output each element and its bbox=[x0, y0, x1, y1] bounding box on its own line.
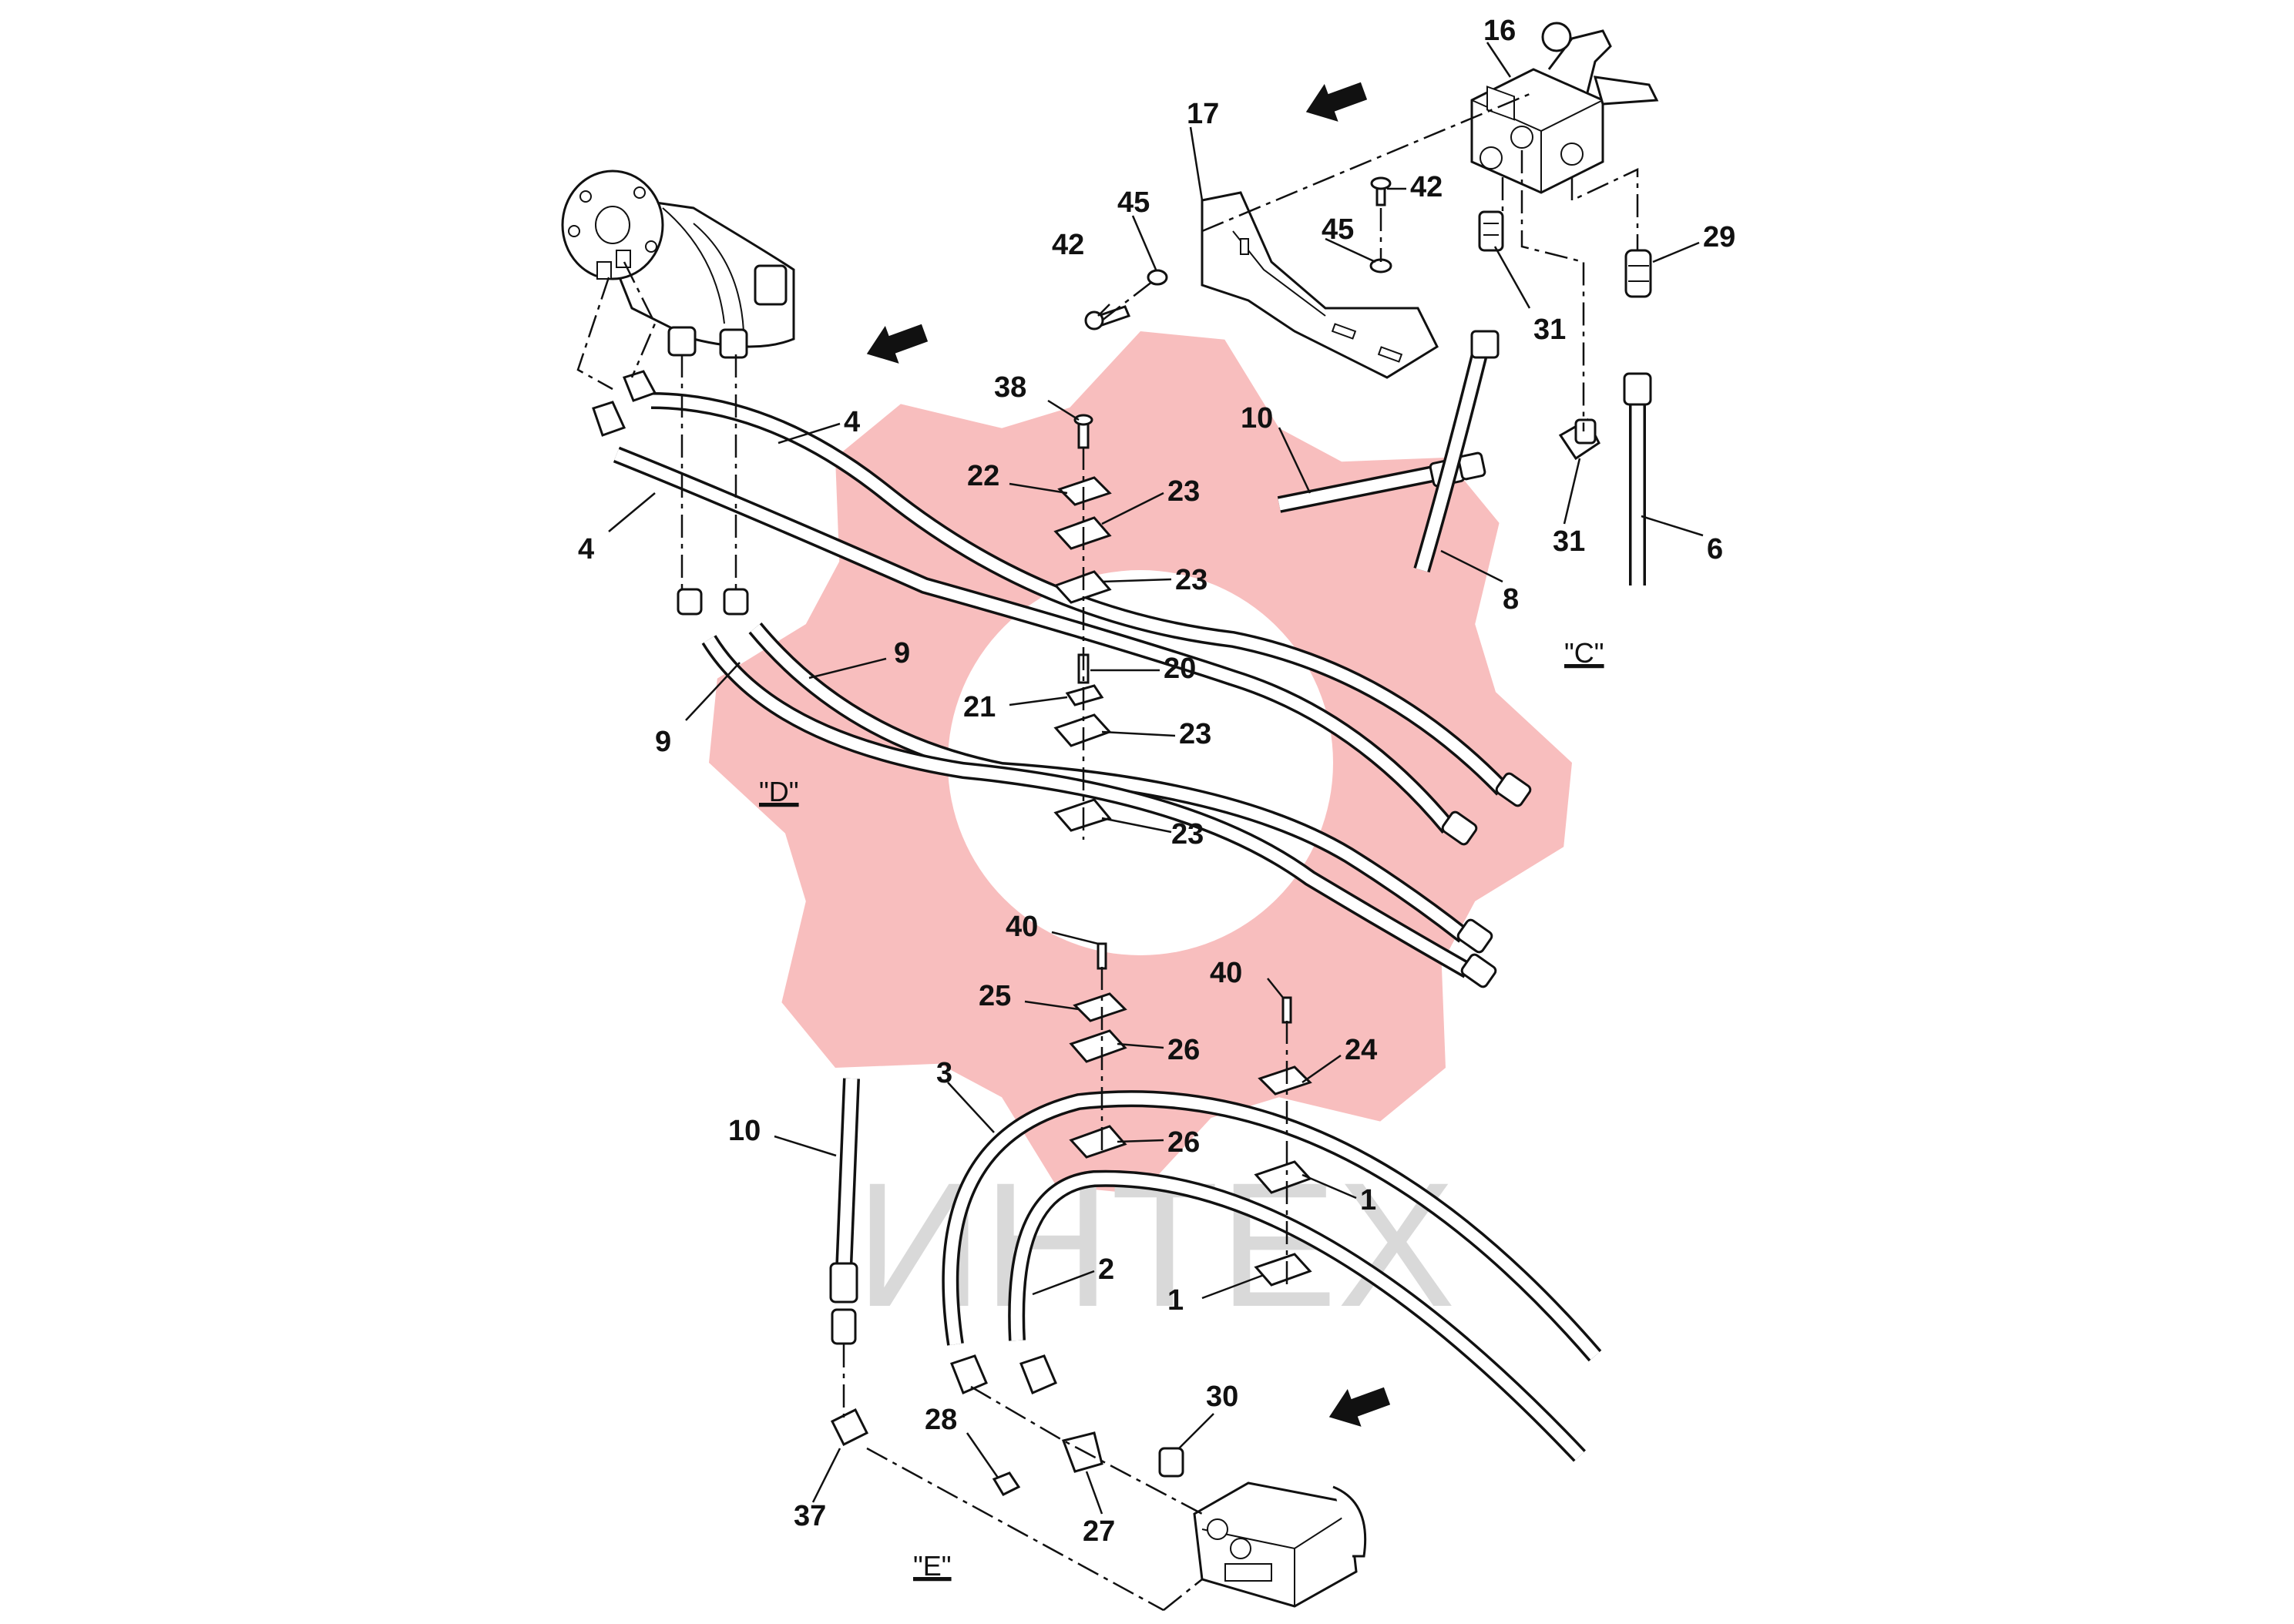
callout-c20: 20 bbox=[1164, 653, 1196, 685]
callout-c29: 29 bbox=[1703, 221, 1735, 253]
callout-c22: 22 bbox=[967, 460, 999, 492]
mounting-bracket bbox=[1201, 191, 1439, 379]
callout-c2: 2 bbox=[1098, 1253, 1114, 1286]
callout-c38: 38 bbox=[994, 371, 1026, 404]
clamp-stack-lower-right bbox=[1254, 996, 1312, 1287]
priority-valve bbox=[1193, 1481, 1367, 1608]
callout-c37: 37 bbox=[794, 1500, 826, 1532]
callout-c9a: 9 bbox=[894, 637, 910, 669]
view-label-d: "D" bbox=[759, 776, 799, 807]
hose-3 bbox=[942, 1090, 1602, 1362]
callout-c3: 3 bbox=[936, 1057, 952, 1089]
callout-c40a: 40 bbox=[1006, 911, 1038, 943]
hose-4-fittings bbox=[592, 370, 657, 437]
callout-c6: 6 bbox=[1707, 533, 1723, 565]
callout-c4a: 4 bbox=[844, 406, 860, 438]
callout-c26a: 26 bbox=[1167, 1034, 1200, 1066]
callout-c21: 21 bbox=[963, 691, 996, 723]
leader-lines bbox=[608, 42, 1704, 1515]
view-label-c: "C" bbox=[1564, 637, 1604, 669]
callout-c45a: 45 bbox=[1117, 186, 1150, 219]
callout-c25: 25 bbox=[979, 980, 1011, 1012]
view-labels: "C" "D" "E" bbox=[759, 637, 1604, 1582]
callout-c31a: 31 bbox=[1533, 314, 1566, 346]
hose-9-fittings bbox=[677, 588, 749, 616]
callout-c30: 30 bbox=[1206, 1381, 1238, 1413]
callout-c1a: 1 bbox=[1360, 1184, 1376, 1216]
view-label-e: "E" bbox=[913, 1550, 952, 1582]
callout-c26b: 26 bbox=[1167, 1126, 1200, 1159]
callout-c45b: 45 bbox=[1322, 213, 1354, 246]
callout-c16: 16 bbox=[1483, 15, 1516, 47]
bolt-42-right bbox=[1370, 176, 1392, 206]
fitting-31-lower bbox=[1558, 418, 1600, 461]
hose-8 bbox=[1413, 330, 1500, 573]
callout-c42a: 42 bbox=[1052, 229, 1084, 261]
washer-45-left bbox=[1147, 269, 1168, 286]
lower-fittings bbox=[830, 1354, 1184, 1496]
direction-arrow-top bbox=[1305, 82, 1368, 122]
callout-c9b: 9 bbox=[655, 726, 671, 758]
callout-c17: 17 bbox=[1187, 98, 1219, 130]
assembly-lines bbox=[576, 91, 1639, 1612]
callout-c10b: 10 bbox=[728, 1115, 761, 1147]
callout-c28: 28 bbox=[925, 1404, 957, 1436]
fitting-31-upper bbox=[1478, 210, 1504, 252]
callout-c4b: 4 bbox=[578, 533, 594, 565]
callout-c27: 27 bbox=[1083, 1515, 1115, 1548]
callout-c40b: 40 bbox=[1210, 957, 1242, 989]
watermark-gear bbox=[709, 331, 1572, 1194]
callout-c31b: 31 bbox=[1553, 525, 1585, 558]
hose-4-lower bbox=[613, 446, 1478, 846]
hose-2 bbox=[1008, 1169, 1586, 1462]
callout-c24: 24 bbox=[1345, 1034, 1377, 1066]
fitting-29 bbox=[1624, 249, 1652, 298]
callout-c42b: 42 bbox=[1410, 171, 1443, 203]
callout-c23d: 23 bbox=[1171, 818, 1204, 851]
bolt-42-left bbox=[1084, 305, 1130, 331]
hose-10-lower bbox=[829, 1078, 860, 1345]
steering-unit bbox=[561, 169, 795, 359]
callout-c10a: 10 bbox=[1241, 402, 1273, 435]
hose-9-upper bbox=[748, 622, 1493, 954]
hose-9-lower bbox=[701, 635, 1497, 988]
hose-6 bbox=[1623, 372, 1652, 586]
valve-block bbox=[1470, 22, 1659, 194]
callout-c23b: 23 bbox=[1175, 564, 1207, 596]
callout-c8: 8 bbox=[1503, 583, 1519, 616]
callout-c23a: 23 bbox=[1167, 475, 1200, 508]
direction-arrow-bottom bbox=[1328, 1387, 1391, 1427]
direction-arrow-left bbox=[866, 324, 929, 364]
callout-c23c: 23 bbox=[1179, 718, 1211, 750]
callout-c1b: 1 bbox=[1167, 1284, 1184, 1317]
